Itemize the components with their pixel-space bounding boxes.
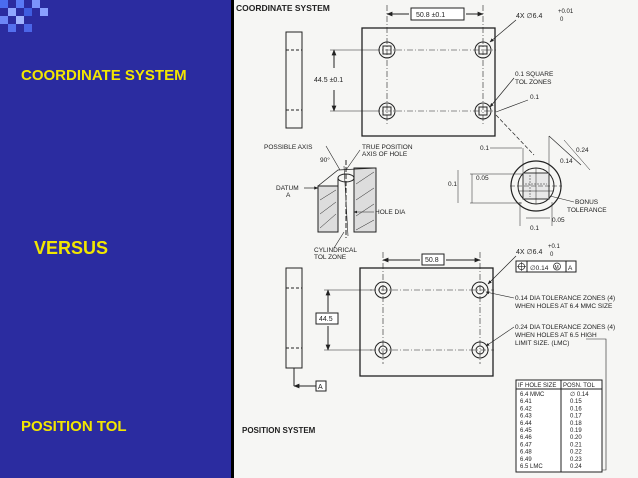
detail-part-block (317, 167, 377, 233)
table-cell-posn-tol: 0.22 (570, 450, 582, 456)
table-cell-posn-tol: 0.15 (570, 399, 582, 405)
zone-bonus-2: TOLERANCE (567, 207, 607, 214)
coord-dim-vertical: 44.5 ±0.1 (314, 77, 343, 84)
panel-divider (231, 0, 234, 478)
coord-zone-note-2: TOL ZONES (515, 79, 552, 86)
pos-holes (374, 281, 489, 359)
pos-note1-line1: 0.14 DIA TOLERANCE ZONES (4) (515, 295, 615, 302)
detail-angle: 90° (320, 156, 330, 164)
detail-datum-label: DATUM (276, 185, 299, 192)
table-cell-hole-size: 6.43 (520, 414, 532, 420)
zone-d01-left: 0.1 (448, 181, 457, 188)
decor-square (40, 8, 48, 16)
coord-title: COORDINATE SYSTEM (236, 3, 330, 13)
table-cell-hole-size: 6.4 MMC (520, 392, 545, 398)
coord-holes (378, 41, 492, 120)
table-cell-hole-size: 6.44 (520, 421, 532, 427)
pos-hole-tol-lower: 0 (550, 252, 554, 258)
table-cell-hole-size: 6.42 (520, 406, 532, 412)
coord-zone-note-1: 0.1 SQUARE (515, 71, 554, 78)
zone-d005-lower: 0.05 (552, 217, 565, 224)
detail-possible-axis: POSSIBLE AXIS (264, 144, 313, 151)
decor-square (8, 8, 16, 16)
label-versus: VERSUS (34, 238, 109, 258)
detail-hole-dia: HOLE DIA (375, 209, 406, 216)
table-cell-posn-tol: 0.24 (570, 464, 582, 470)
decor-square (8, 24, 16, 32)
zone-d005: 0.05 (476, 175, 489, 182)
table-cell-posn-tol: 0.16 (570, 406, 582, 412)
detail-true-position-1: TRUE POSITION (362, 144, 413, 151)
coord-hole-tol-lower: 0 (560, 17, 564, 23)
table-cell-posn-tol: 0.21 (570, 442, 582, 448)
table-cell-posn-tol: 0.19 (570, 428, 582, 434)
table-cell-hole-size: 6.46 (520, 435, 532, 441)
pos-dim-vertical: 44.5 (319, 316, 333, 323)
table-header-hole-size: IF HOLE SIZE (518, 383, 556, 389)
decor-square (0, 16, 8, 24)
pos-plate (359, 267, 494, 377)
pos-note2-line3: LIMIT SIZE. (LMC) (515, 340, 569, 347)
pos-side-view (285, 267, 303, 369)
label-position-tol: POSITION TOL (21, 418, 127, 435)
decor-square (16, 16, 24, 24)
coord-zone-dim: 0.1 (530, 94, 539, 101)
label-coordinate-system: COORDINATE SYSTEM (21, 67, 187, 84)
table-cell-posn-tol: 0.17 (570, 414, 582, 420)
decor-square (0, 0, 8, 8)
table-cell-posn-tol: 0.18 (570, 421, 582, 427)
pos-feature-control-frame (515, 260, 577, 273)
zone-d01-top: 0.1 (480, 145, 489, 152)
coord-plate (361, 27, 496, 137)
table-cell-hole-size: 6.48 (520, 450, 532, 456)
table-cells: IF HOLE SIZE POSN. TOL 6.4 MMC ∅ 0.14 6.41 0.… (518, 383, 595, 470)
coord-hole-callout: 4X ∅6.4 (516, 13, 542, 20)
decor-square (24, 8, 32, 16)
pos-hole-tol-upper: +0.1 (548, 244, 561, 250)
tolerance-table (515, 379, 603, 473)
pos-title: POSITION SYSTEM (242, 426, 316, 435)
pos-dim-horizontal: 50.8 (425, 257, 439, 264)
decor-square (16, 0, 24, 8)
coord-dim-horizontal: 50.8 ±0.1 (416, 12, 445, 19)
coord-side-view (285, 31, 303, 129)
pos-fcf-datum: A (568, 265, 573, 272)
pos-fcf-tol: ∅0.14 (530, 265, 549, 272)
table-cell-hole-size: 6.41 (520, 399, 532, 405)
table-cell-posn-tol: 0.20 (570, 435, 582, 441)
table-cell-hole-size: 6.49 (520, 457, 532, 463)
detail-datum-letter: A (286, 192, 291, 199)
table-cell-posn-tol: 0.23 (570, 457, 582, 463)
table-cell-hole-size: 6.47 (520, 442, 532, 448)
decor-square (32, 0, 40, 8)
pos-datum-letter: A (318, 384, 323, 391)
table-cell-hole-size: 6.45 (520, 428, 532, 434)
table-cell-posn-tol: ∅ 0.14 (570, 391, 589, 398)
zone-d01-bottom: 0.1 (530, 225, 539, 232)
zone-comparison (510, 160, 562, 212)
zone-d014: 0.14 (560, 158, 573, 165)
pos-note2-line2: WHEN HOLES AT 6.5 HIGH (515, 332, 597, 339)
table-cell-hole-size: 6.5 LMC (520, 464, 543, 470)
pos-note1-line2: WHEN HOLES AT 6.4 MMC SIZE (515, 303, 613, 310)
table-header-posn-tol: POSN. TOL (563, 383, 595, 389)
drawing-svg: COORDINATE SYSTEM (236, 3, 615, 473)
detail-cyl-zone-2: TOL ZONE (314, 254, 347, 261)
zone-bonus-1: BONUS (575, 199, 599, 206)
pos-hole-callout: 4X ∅6.4 (516, 249, 542, 256)
pos-fcf-modifier: M (555, 265, 559, 271)
left-panel: COORDINATE SYSTEM VERSUS POSITION TOL (0, 0, 232, 478)
zone-d024: 0.24 (576, 147, 589, 154)
detail-true-position-2: AXIS OF HOLE (362, 151, 408, 158)
decor-square (24, 24, 32, 32)
coord-hole-tol-upper: +0.01 (558, 9, 574, 15)
engineering-drawing: COORDINATE SYSTEM (234, 0, 638, 478)
pos-note2-line1: 0.24 DIA TOLERANCE ZONES (4) (515, 324, 615, 331)
detail-cyl-zone-1: CYLINDRICAL (314, 247, 357, 254)
